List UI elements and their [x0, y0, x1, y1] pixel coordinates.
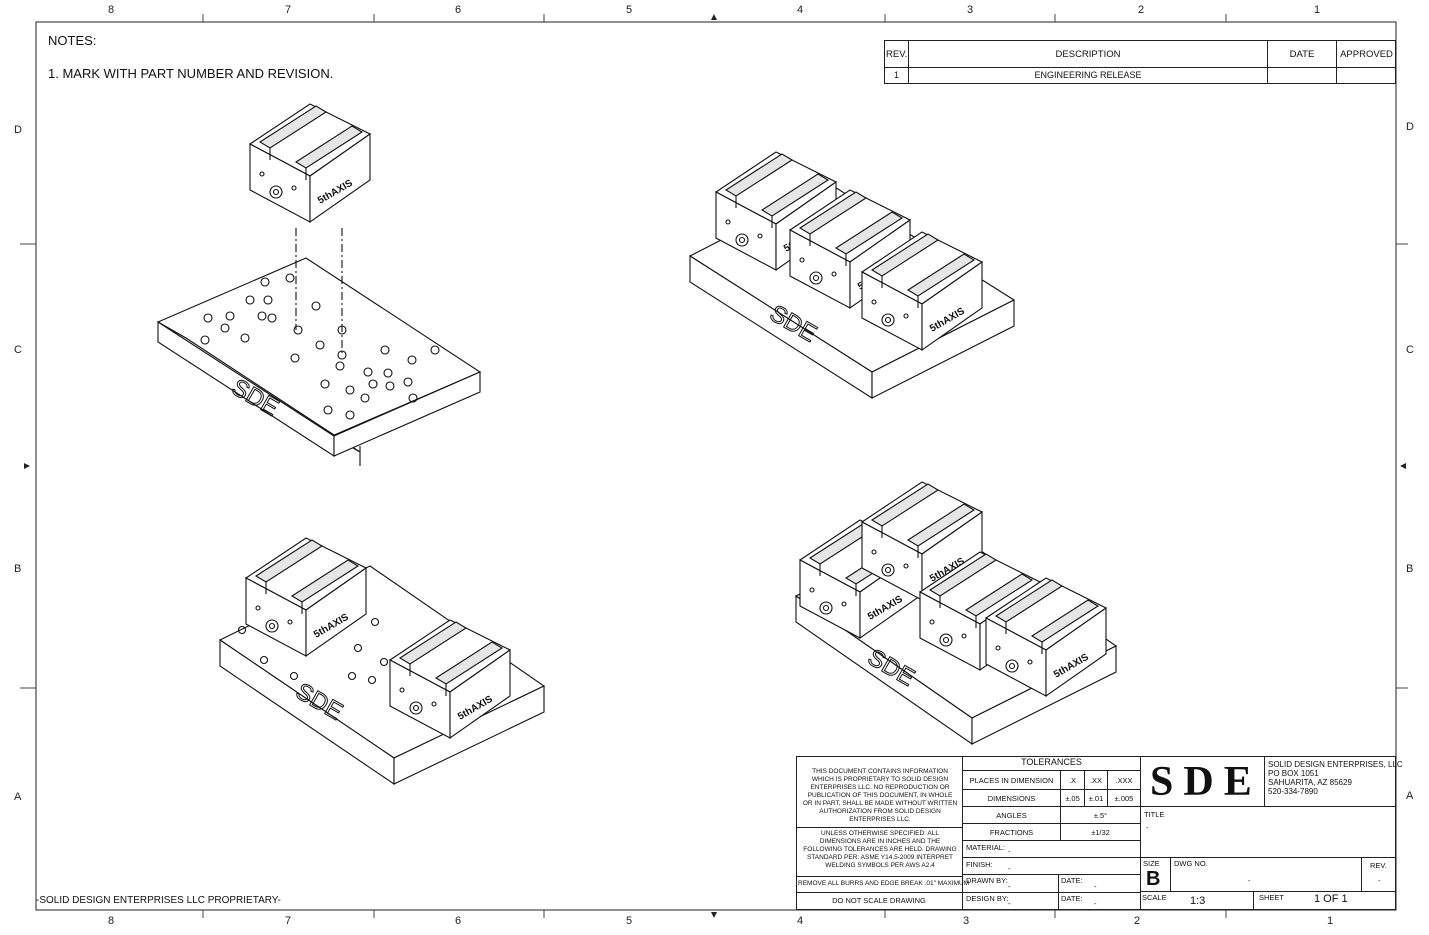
zone-col-8-top: 8 [108, 4, 115, 16]
dimensions-xx: ±.01 [1088, 794, 1104, 803]
revision-grid [884, 40, 1396, 84]
rev-value: - [1378, 876, 1381, 885]
zone-col-5-top: 5 [626, 4, 633, 16]
zone-col-1-top: 1 [1314, 4, 1321, 16]
unless-specified-note: UNLESS OTHERWISE SPECIFIED: ALL DIMENSIO… [803, 830, 957, 869]
zone-row-a-right: A [1406, 790, 1414, 802]
fractions-label: FRACTIONS [989, 828, 1034, 837]
company-phone: 520-334-7890 [1268, 787, 1318, 796]
do-not-scale-note: DO NOT SCALE DRAWING [832, 896, 926, 905]
sheet-label: SHEET [1259, 893, 1285, 902]
design-by-value: - [1008, 899, 1011, 908]
material-value: - [1008, 847, 1011, 856]
zone-col-8-bottom: 8 [108, 915, 115, 927]
places-label: PLACES IN DIMENSION [969, 776, 1054, 785]
size-label: SIZE [1143, 859, 1160, 868]
company-address-2: SAHUARITA, AZ 85629 [1268, 778, 1352, 787]
drawn-date-value: - [1094, 882, 1097, 891]
dimensions-xxx: ±.005 [1114, 794, 1134, 803]
zone-col-3-bottom: 3 [963, 915, 970, 927]
dwg-no-value: - [1248, 876, 1251, 885]
angles-value: ±.5° [1093, 811, 1108, 820]
places-xx: .XX [1089, 776, 1103, 785]
design-by-label: DESIGN BY: [966, 894, 1009, 903]
zone-row-d-left: D [14, 124, 22, 136]
title-label: TITLE [1144, 810, 1165, 819]
notes-heading: NOTES: [48, 33, 97, 48]
assembly-view-three-vises: SDE [688, 151, 1016, 400]
design-date-label: DATE: [1061, 894, 1083, 903]
tolerances-title: TOLERANCES [1021, 757, 1082, 767]
exploded-view: SDE [156, 103, 482, 466]
company-logo: SDE [1150, 759, 1262, 805]
zone-col-6-bottom: 6 [455, 915, 462, 927]
rev-header-rev: REV. [886, 49, 908, 60]
rev-header-description: DESCRIPTION [1055, 49, 1121, 60]
zone-row-d-right: D [1406, 121, 1414, 133]
company-address-1: PO BOX 1051 [1268, 769, 1319, 778]
rev-label: REV. [1370, 861, 1387, 870]
note-item: 1. MARK WITH PART NUMBER AND REVISION. [48, 66, 334, 81]
dimensions-label: DIMENSIONS [987, 794, 1036, 803]
zone-col-7-top: 7 [285, 4, 292, 16]
zone-col-5-bottom: 5 [626, 915, 633, 927]
rev-header-date: DATE [1289, 49, 1315, 60]
revision-block: REV. DESCRIPTION DATE APPROVED 1 ENGINEE… [884, 22, 1396, 84]
proprietary-notice: THIS DOCUMENT CONTAINS INFORMATION WHICH… [802, 768, 958, 823]
places-x: .X [1068, 776, 1077, 785]
zone-row-b-left: B [14, 563, 22, 575]
zone-col-4-top: 4 [797, 4, 804, 16]
zone-col-4-bottom: 4 [797, 915, 804, 927]
zone-col-6-top: 6 [455, 4, 462, 16]
fractions-value: ±1/32 [1091, 828, 1110, 837]
places-xxx: .XXX [1115, 776, 1133, 785]
dwg-no-label: DWG NO. [1174, 859, 1208, 868]
scale-label: SCALE [1142, 893, 1167, 902]
sheet-value: 1 OF 1 [1314, 893, 1348, 905]
rev-row-number: 1 [894, 70, 900, 80]
zone-row-c-right: C [1406, 344, 1414, 356]
design-date-value: - [1094, 899, 1097, 908]
rev-header-approved: APPROVED [1340, 49, 1393, 60]
burrs-note: REMOVE ALL BURRS AND EDGE BREAK .01" MAX… [798, 880, 970, 887]
drawn-date-label: DATE: [1061, 876, 1083, 885]
proprietary-footer: -SOLID DESIGN ENTERPRISES LLC PROPRIETAR… [36, 895, 281, 906]
zone-col-1-bottom: 1 [1327, 915, 1334, 927]
dimensions-x: ±.05 [1065, 794, 1080, 803]
title-value: - [1146, 823, 1149, 832]
zone-col-7-bottom: 7 [285, 915, 292, 927]
zone-col-2-top: 2 [1138, 4, 1145, 16]
drawn-by-value: - [1008, 882, 1011, 891]
company-name: SOLID DESIGN ENTERPRISES, LLC [1268, 760, 1403, 769]
angles-label: ANGLES [996, 811, 1027, 820]
size-value: B [1146, 868, 1161, 890]
assembly-view-four-vises: SDE [794, 481, 1118, 746]
zone-row-a-left: A [14, 791, 22, 803]
finish-label: FINISH: [966, 860, 993, 869]
rev-row-description: ENGINEERING RELEASE [1034, 70, 1142, 80]
zone-row-c-left: C [14, 344, 22, 356]
zone-row-b-right: B [1406, 563, 1414, 575]
title-block: THIS DOCUMENT CONTAINS INFORMATION WHICH… [796, 756, 1403, 910]
assembly-view-two-vises: SDE [218, 537, 546, 786]
zone-col-3-top: 3 [967, 4, 974, 16]
finish-value: - [1008, 864, 1011, 873]
zone-col-2-bottom: 2 [1134, 915, 1141, 927]
material-label: MATERIAL: [966, 843, 1006, 852]
drawn-by-label: DRAWN BY: [966, 876, 1008, 885]
scale-value: 1:3 [1190, 895, 1206, 907]
title-block-grid [796, 756, 1396, 910]
